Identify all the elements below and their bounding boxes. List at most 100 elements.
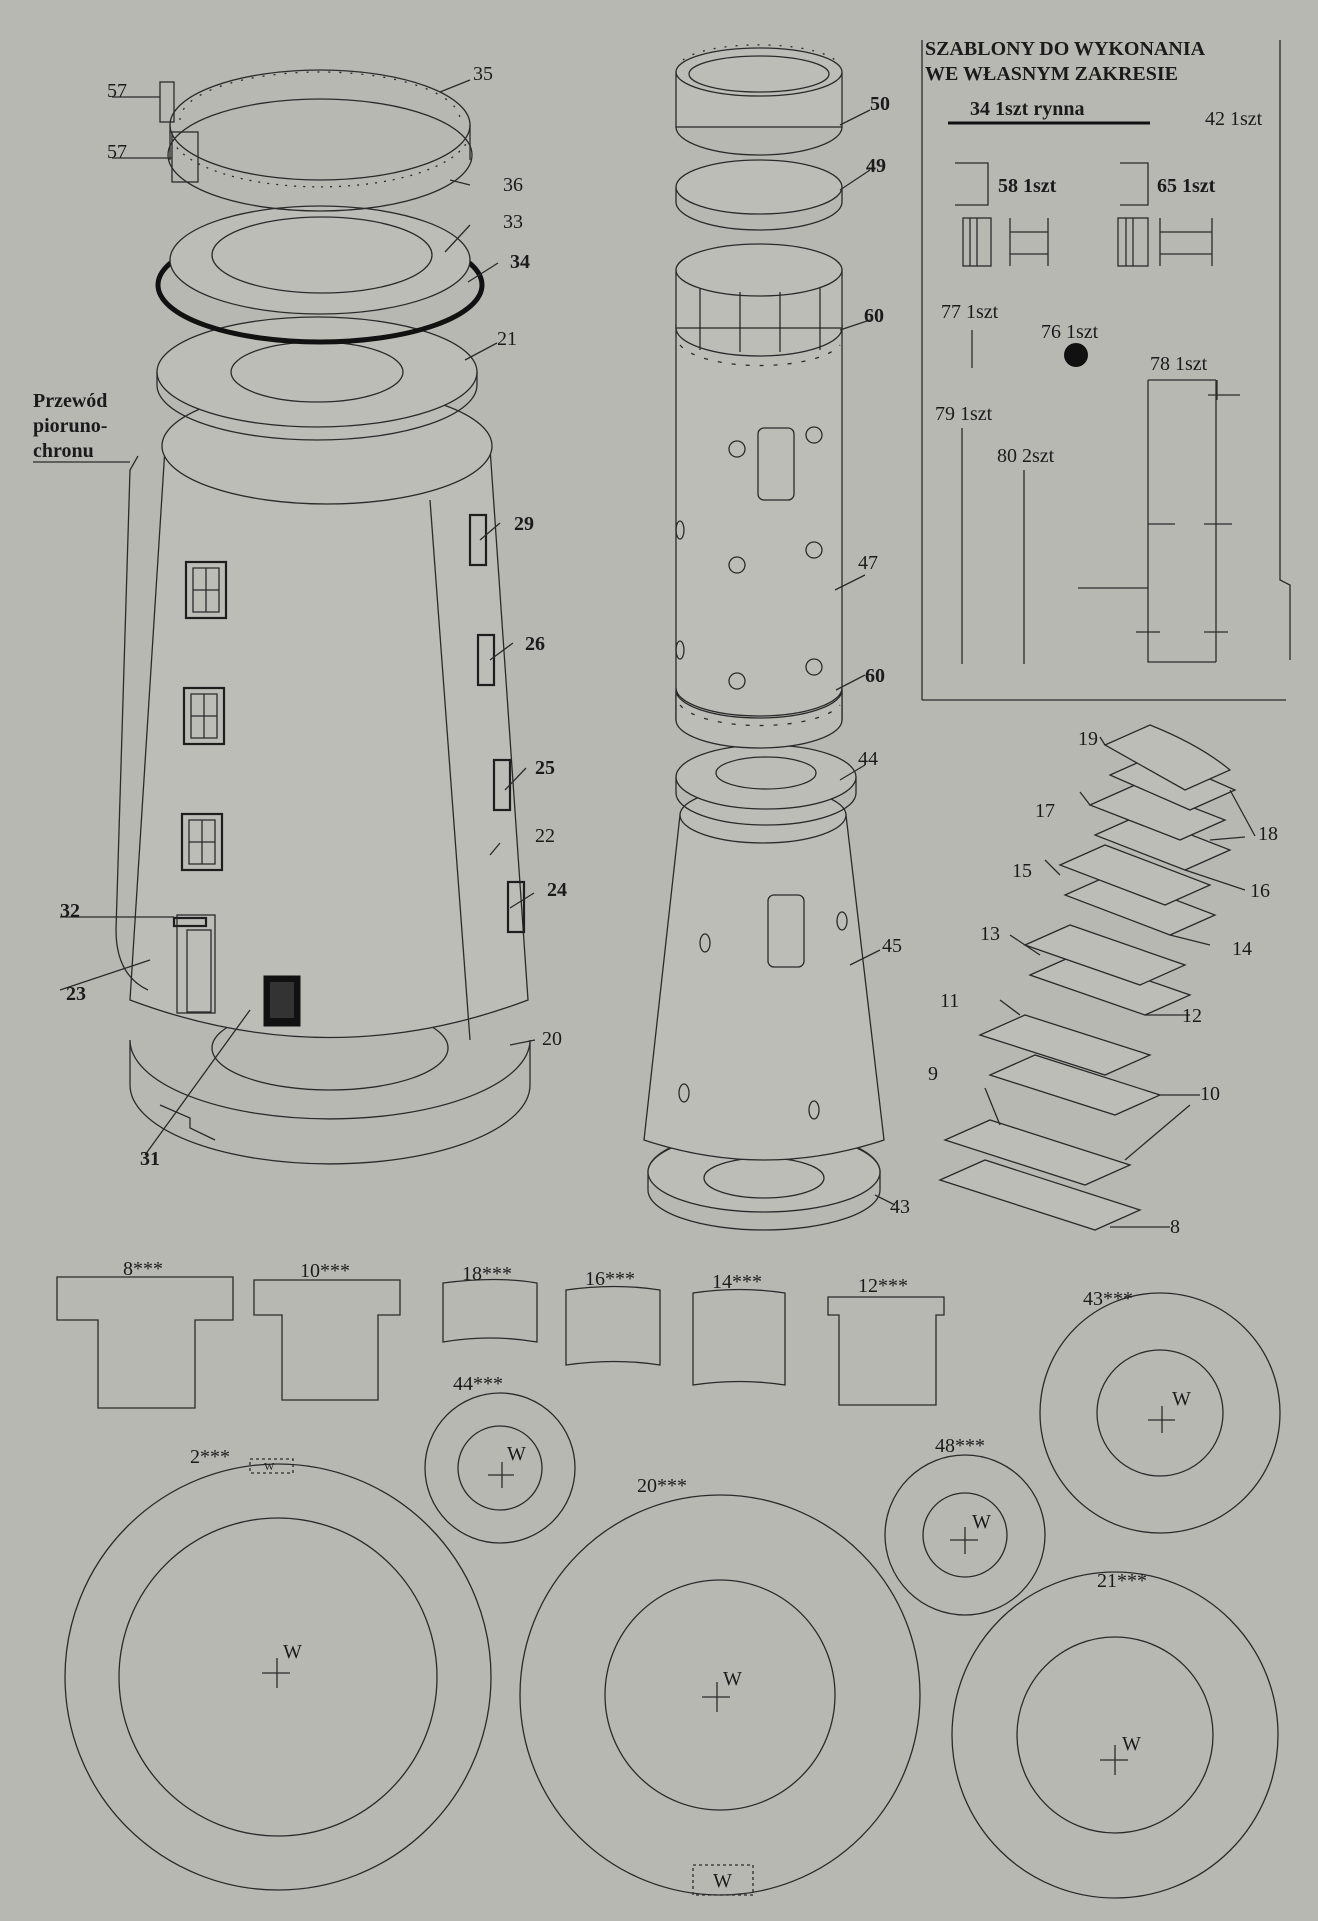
stair-13 (1023, 924, 1187, 986)
label-79: 79 1szt (935, 403, 993, 425)
label-25: 25 (535, 757, 555, 779)
label-10: 10 (1200, 1083, 1220, 1105)
label-20: 20 (542, 1028, 562, 1050)
label-80: 80 2szt (997, 445, 1055, 467)
template-20 (519, 1494, 921, 1896)
label-t16: 16*** (585, 1268, 635, 1290)
plate-32 (172, 916, 208, 928)
label-17: 17 (1035, 800, 1055, 822)
label-60b: 60 (865, 665, 885, 687)
template-78 (1078, 379, 1240, 663)
stair-15 (1058, 844, 1212, 906)
label-t8: 8*** (123, 1258, 163, 1280)
stairs-assembly: 8 9 10 11 12 13 14 15 16 17 18 19 (928, 724, 1278, 1238)
label-rynna: 34 1szt rynna (970, 98, 1084, 120)
label-77: 77 1szt (941, 301, 999, 323)
label-24: 24 (547, 879, 567, 901)
label-18: 18 (1258, 823, 1278, 845)
window-left-3 (180, 812, 224, 872)
label-12: 12 (1182, 1005, 1202, 1027)
template-2 (64, 1458, 492, 1891)
door-23 (176, 914, 216, 1014)
disk-49 (675, 159, 843, 215)
template-16 (565, 1285, 661, 1366)
window-left-1 (184, 560, 228, 620)
column-47 (675, 324, 843, 721)
label-57a: 57 (107, 80, 127, 102)
gallery-floor-33 (169, 205, 471, 315)
stair-12 (1028, 954, 1192, 1016)
label-35: 35 (473, 63, 493, 85)
label-34: 34 (510, 251, 530, 273)
tower-assembly: 57 57 35 36 33 34 21 29 26 25 22 24 32 2… (33, 63, 567, 1170)
w-2: W (283, 1641, 302, 1663)
template-43 (1039, 1292, 1281, 1534)
template-48 (884, 1454, 1046, 1616)
window-left-2 (182, 686, 226, 746)
label-t2: 2*** (190, 1446, 230, 1468)
stair-14 (1063, 874, 1217, 936)
stair-17 (1088, 784, 1227, 841)
template-8 (56, 1276, 234, 1409)
w-20-tab: W (713, 1870, 732, 1892)
label-15: 15 (1012, 860, 1032, 882)
label-60a: 60 (864, 305, 884, 327)
label-45: 45 (882, 935, 902, 957)
label-58: 58 1szt (998, 175, 1057, 197)
cone-45 (643, 814, 885, 1161)
tower-body-22 (129, 447, 529, 1039)
label-49: 49 (866, 155, 886, 177)
label-lightning-2: pioruno- (33, 415, 107, 437)
stair-16 (1093, 814, 1232, 871)
label-16: 16 (1250, 880, 1270, 902)
template-44 (424, 1392, 576, 1544)
lightning-conductor (115, 455, 139, 931)
label-t21: 21*** (1097, 1570, 1147, 1592)
label-31: 31 (140, 1148, 160, 1170)
template-18 (442, 1278, 538, 1343)
window-29 (468, 513, 488, 567)
template-10 (253, 1279, 401, 1401)
label-lightning-1: Przewód (33, 390, 107, 412)
rim-60-lower (679, 704, 841, 727)
stair-19 (1103, 724, 1232, 791)
label-57b: 57 (107, 141, 127, 163)
label-11: 11 (940, 990, 959, 1012)
label-19: 19 (1078, 728, 1098, 750)
part-57-upper (159, 81, 175, 123)
label-65: 65 1szt (1157, 175, 1216, 197)
rim-60-upper (679, 344, 841, 367)
ring-44 (675, 744, 857, 810)
column-assembly: 50 49 60 47 60 44 45 43 (643, 44, 910, 1231)
template-14 (692, 1288, 786, 1386)
label-76: 76 1szt (1041, 321, 1099, 343)
label-8: 8 (1170, 1216, 1180, 1238)
templates-title-2: WE WŁASNYM ZAKRESIE (925, 63, 1178, 85)
label-t44: 44*** (453, 1373, 503, 1395)
label-36: 36 (503, 174, 523, 196)
ring-21 (156, 316, 478, 428)
label-26: 26 (525, 633, 545, 655)
label-t20: 20*** (637, 1475, 687, 1497)
template-21 (951, 1571, 1279, 1899)
label-47: 47 (858, 552, 878, 574)
stair-9 (943, 1119, 1132, 1186)
stair-11 (978, 1014, 1152, 1076)
label-14: 14 (1232, 938, 1252, 960)
window-26 (476, 633, 496, 687)
w-21: W (1122, 1733, 1141, 1755)
label-13: 13 (980, 923, 1000, 945)
railing-35 (167, 69, 473, 212)
label-9: 9 (928, 1063, 938, 1085)
label-lightning-3: chronu (33, 440, 94, 462)
template-12 (827, 1296, 945, 1406)
door-47 (757, 427, 795, 501)
label-44: 44 (858, 748, 878, 770)
template-76 (1064, 343, 1088, 367)
base-ring-20 (129, 1039, 531, 1165)
w-2-tab: W (264, 1461, 275, 1473)
label-33: 33 (503, 211, 523, 233)
w-20: W (723, 1668, 742, 1690)
templates-box: SZABLONY DO WYKONANIA WE WŁASNYM ZAKRESI… (921, 38, 1291, 701)
